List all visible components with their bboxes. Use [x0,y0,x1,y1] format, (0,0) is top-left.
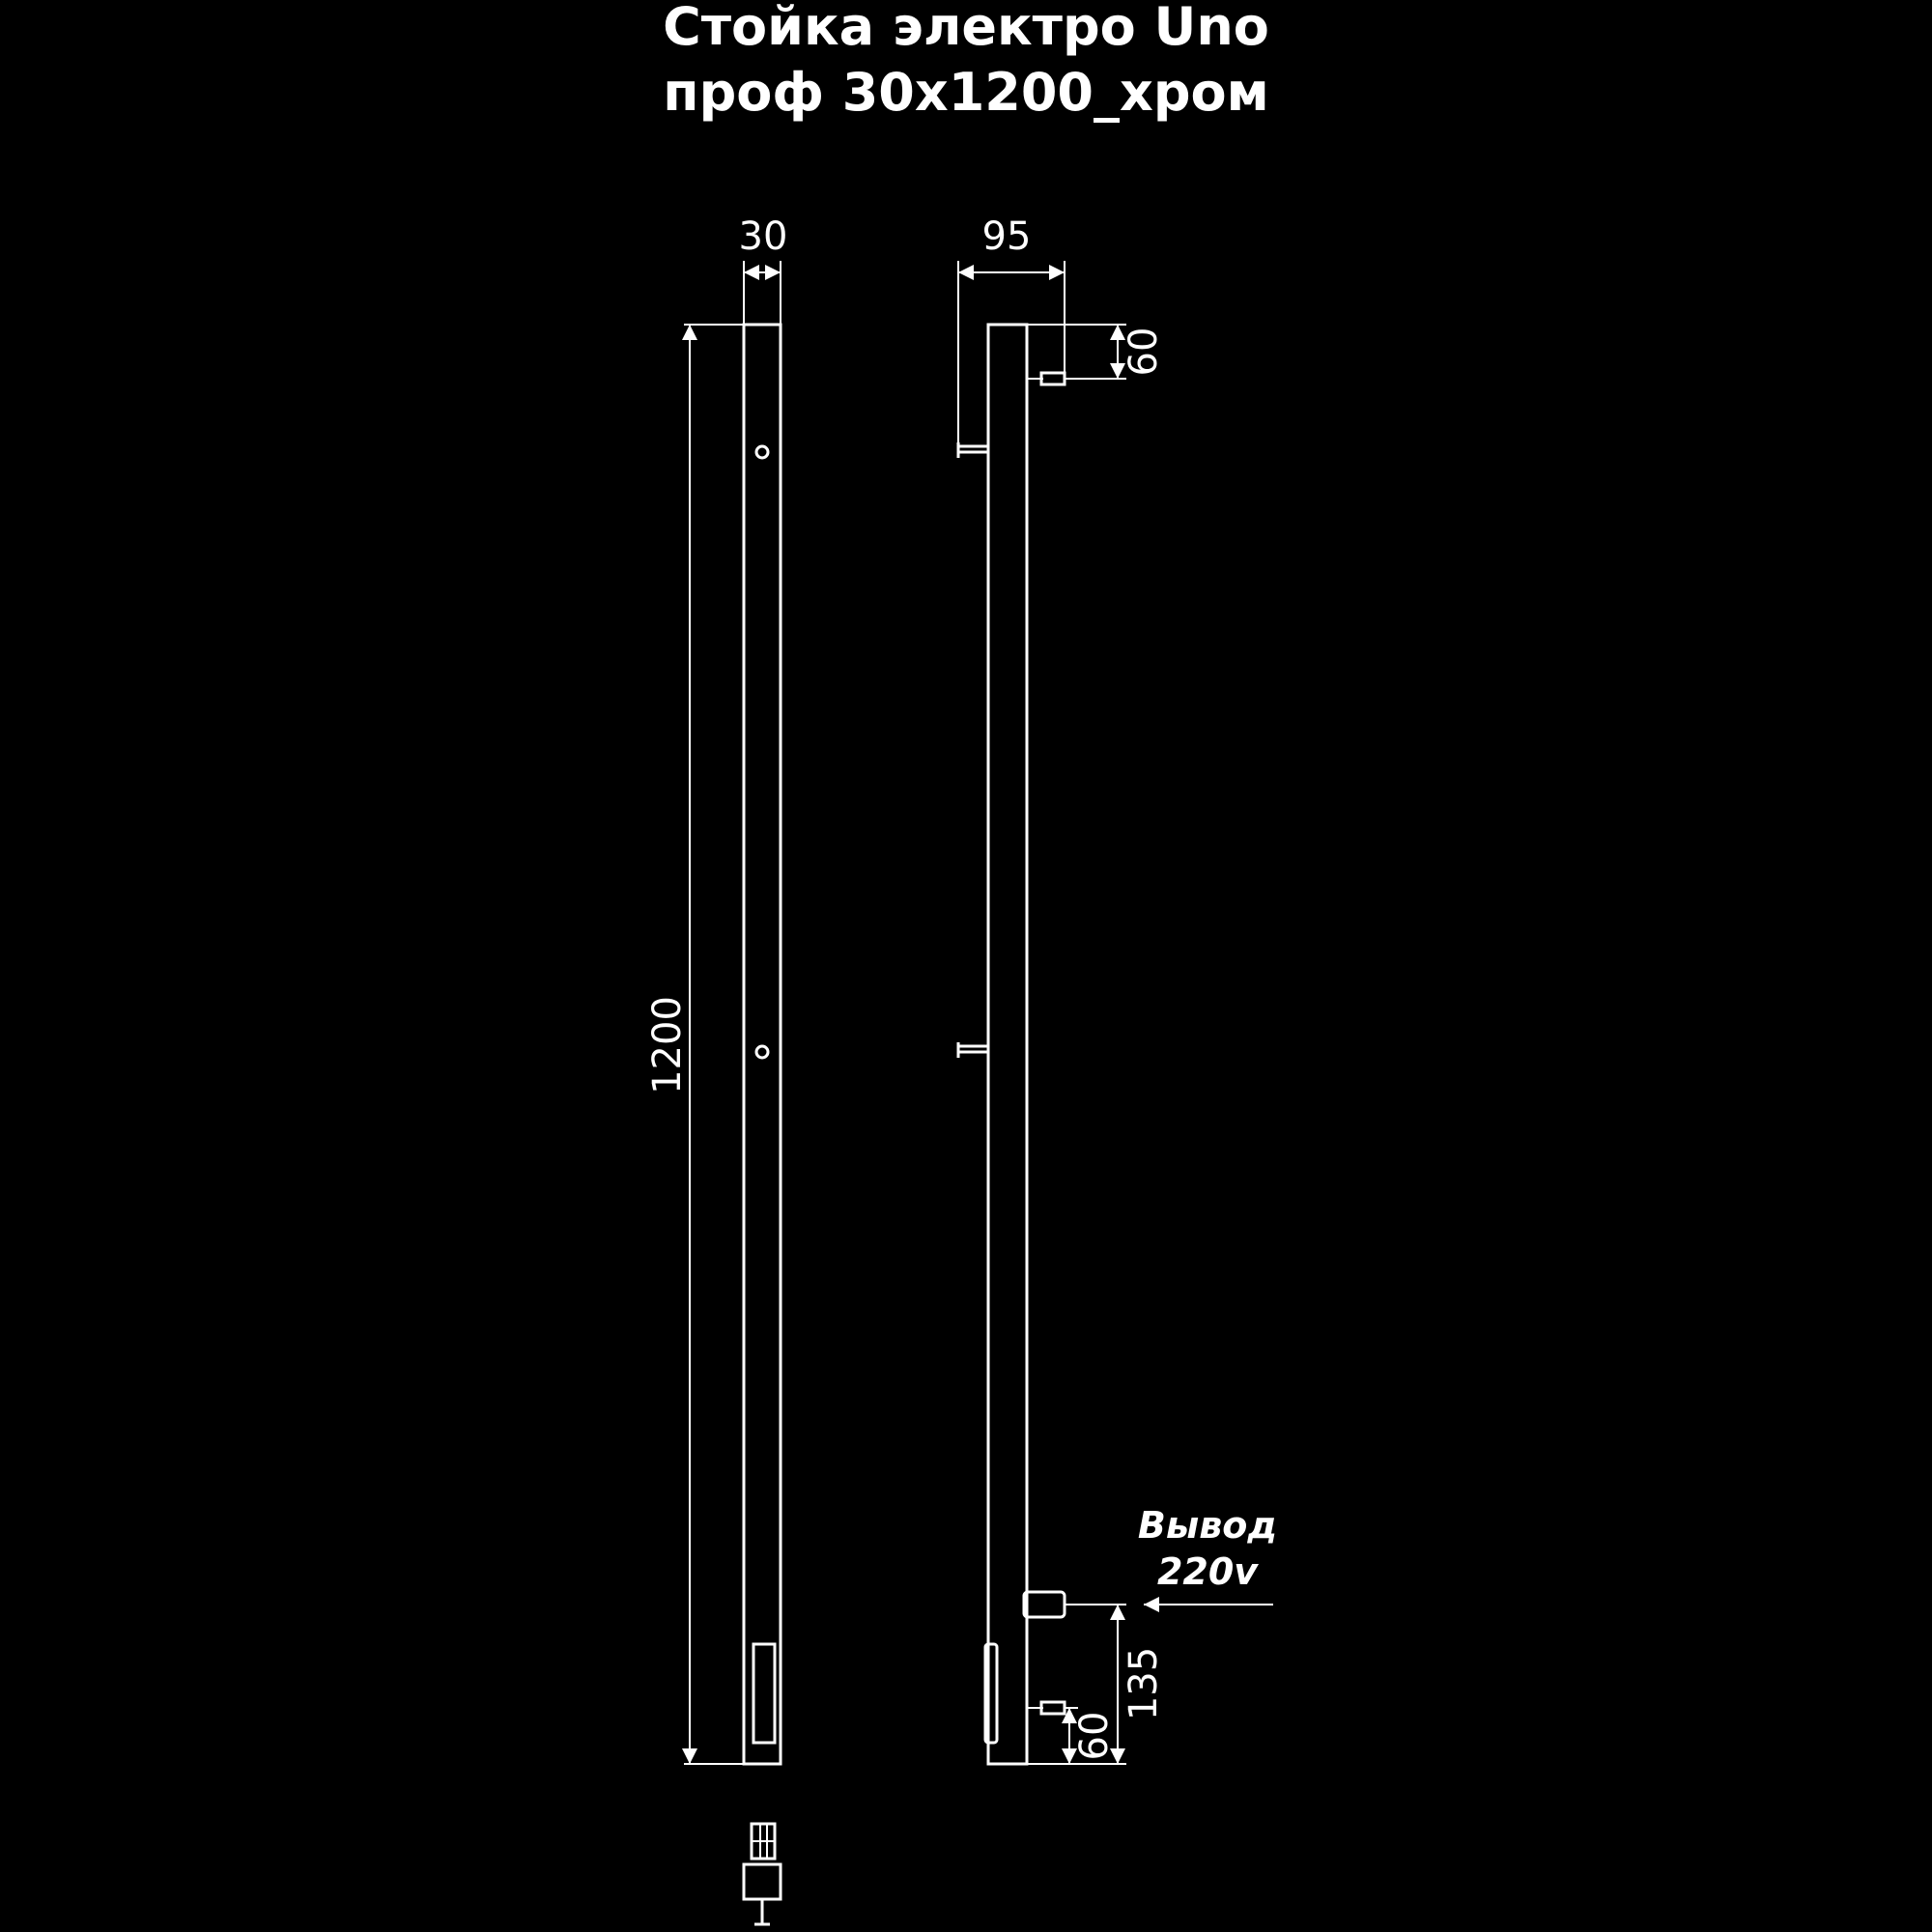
side-view: 95 60 135 60 Вывод 220v [956,214,1277,1766]
side-switch [983,1642,999,1745]
width-dimension: 30 [739,214,788,259]
depth-dimension: 95 [982,214,1032,259]
front-view-bar [742,323,782,1766]
wall-bracket-top [956,442,988,458]
front-mount-hole-top [754,444,770,460]
wall-bracket-bottom [956,1042,988,1058]
title-line-1: Стойка электро Uno [663,0,1269,57]
top-mount-dimension: 60 [1122,327,1166,377]
side-view-bar [986,323,1029,1766]
outlet-height-dimension: 135 [1122,1647,1166,1720]
top-connector [1027,371,1066,386]
outlet-label-line-2: 220v [1157,1550,1259,1593]
bottom-connector [1027,1700,1066,1716]
title-line-2: проф 30х1200_хром [663,62,1269,123]
front-switch-slot [752,1642,777,1745]
front-view: 30 1200 [645,214,788,1926]
outlet-block [1022,1590,1066,1619]
outlet-label-line-1: Вывод [1138,1504,1277,1547]
power-plug-icon [742,1822,782,1926]
front-mount-hole-bottom [754,1044,770,1060]
bottom-mount-dimension: 60 [1072,1712,1117,1761]
height-dimension: 1200 [645,996,690,1094]
